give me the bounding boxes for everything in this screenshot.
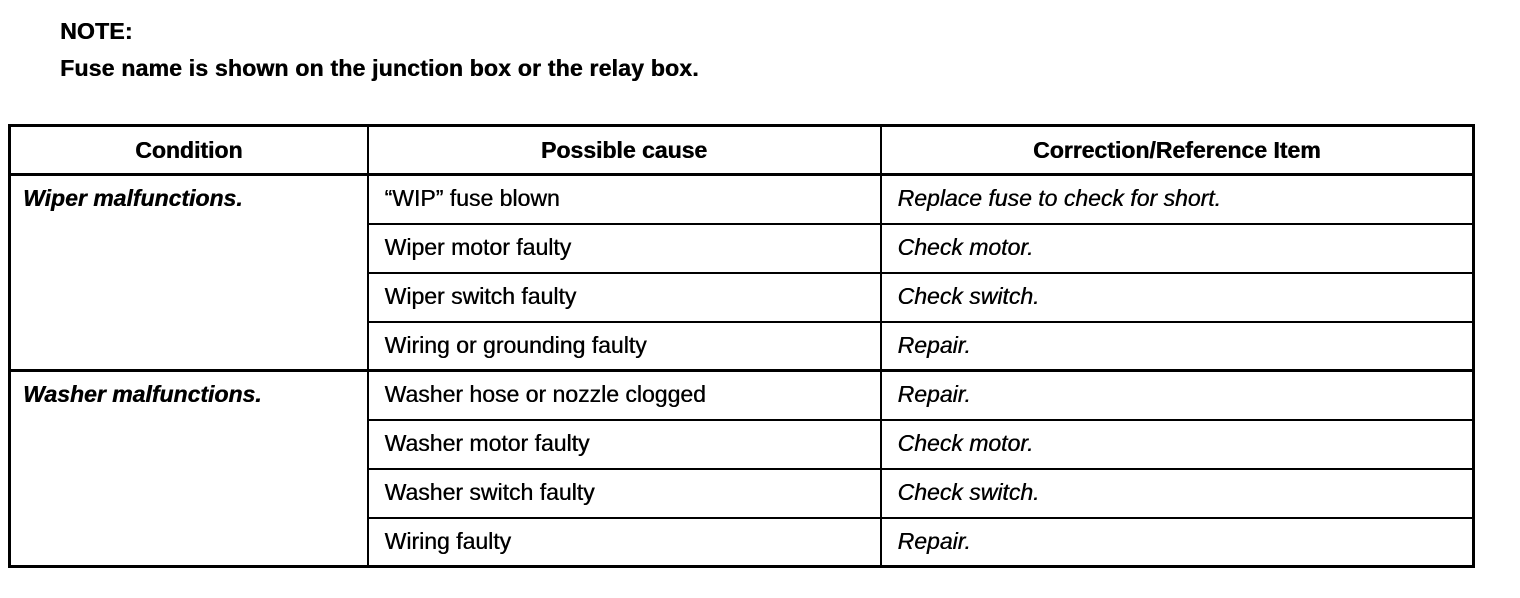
- condition-cell-wiper: Wiper malfunctions.: [8, 173, 369, 372]
- cause-cell: Wiring or grounding faulty: [366, 320, 882, 372]
- table-row: Wiring or grounding faulty Repair.: [10, 320, 1475, 372]
- cause-cell: Washer switch faulty: [366, 467, 882, 519]
- cause-cell: Washer motor faulty: [366, 418, 882, 470]
- table-row: Wiring faulty Repair.: [10, 516, 1475, 568]
- table-row: Wiper switch faulty Check switch.: [10, 271, 1475, 323]
- column-header-correction: Correction/Reference Item: [879, 124, 1475, 176]
- note-block: NOTE: Fuse name is shown on the junction…: [60, 13, 699, 87]
- cause-cell: Wiper motor faulty: [366, 222, 882, 274]
- table-row: Washer motor faulty Check motor.: [10, 418, 1475, 470]
- correction-cell: Replace fuse to check for short.: [879, 173, 1475, 225]
- cause-cell: Wiring faulty: [366, 516, 882, 568]
- table-row: Wiper motor faulty Check motor.: [10, 222, 1475, 274]
- troubleshooting-table: Condition Possible cause Correction/Refe…: [8, 124, 1475, 568]
- correction-cell: Repair.: [879, 516, 1475, 568]
- cause-cell: “WIP” fuse blown: [366, 173, 882, 225]
- cause-cell: Washer hose or nozzle clogged: [366, 369, 882, 421]
- column-header-condition: Condition: [8, 124, 369, 176]
- correction-cell: Check switch.: [879, 271, 1475, 323]
- correction-cell: Repair.: [879, 369, 1475, 421]
- cause-cell: Wiper switch faulty: [366, 271, 882, 323]
- note-label: NOTE:: [60, 18, 133, 44]
- table-row: Washer switch faulty Check switch.: [10, 467, 1475, 519]
- table-container: Condition Possible cause Correction/Refe…: [8, 124, 1475, 568]
- column-header-possible-cause: Possible cause: [366, 124, 882, 176]
- table-row: Washer malfunctions. Washer hose or nozz…: [8, 369, 1475, 568]
- table-row: Wiper malfunctions. “WIP” fuse blown Rep…: [8, 173, 1475, 372]
- correction-cell: Check switch.: [879, 467, 1475, 519]
- correction-cell: Check motor.: [879, 222, 1475, 274]
- table-header-row: Condition Possible cause Correction/Refe…: [8, 124, 1475, 176]
- correction-cell: Check motor.: [879, 418, 1475, 470]
- correction-cell: Repair.: [879, 320, 1475, 372]
- condition-cell-washer: Washer malfunctions.: [8, 369, 369, 568]
- note-text: Fuse name is shown on the junction box o…: [60, 55, 699, 81]
